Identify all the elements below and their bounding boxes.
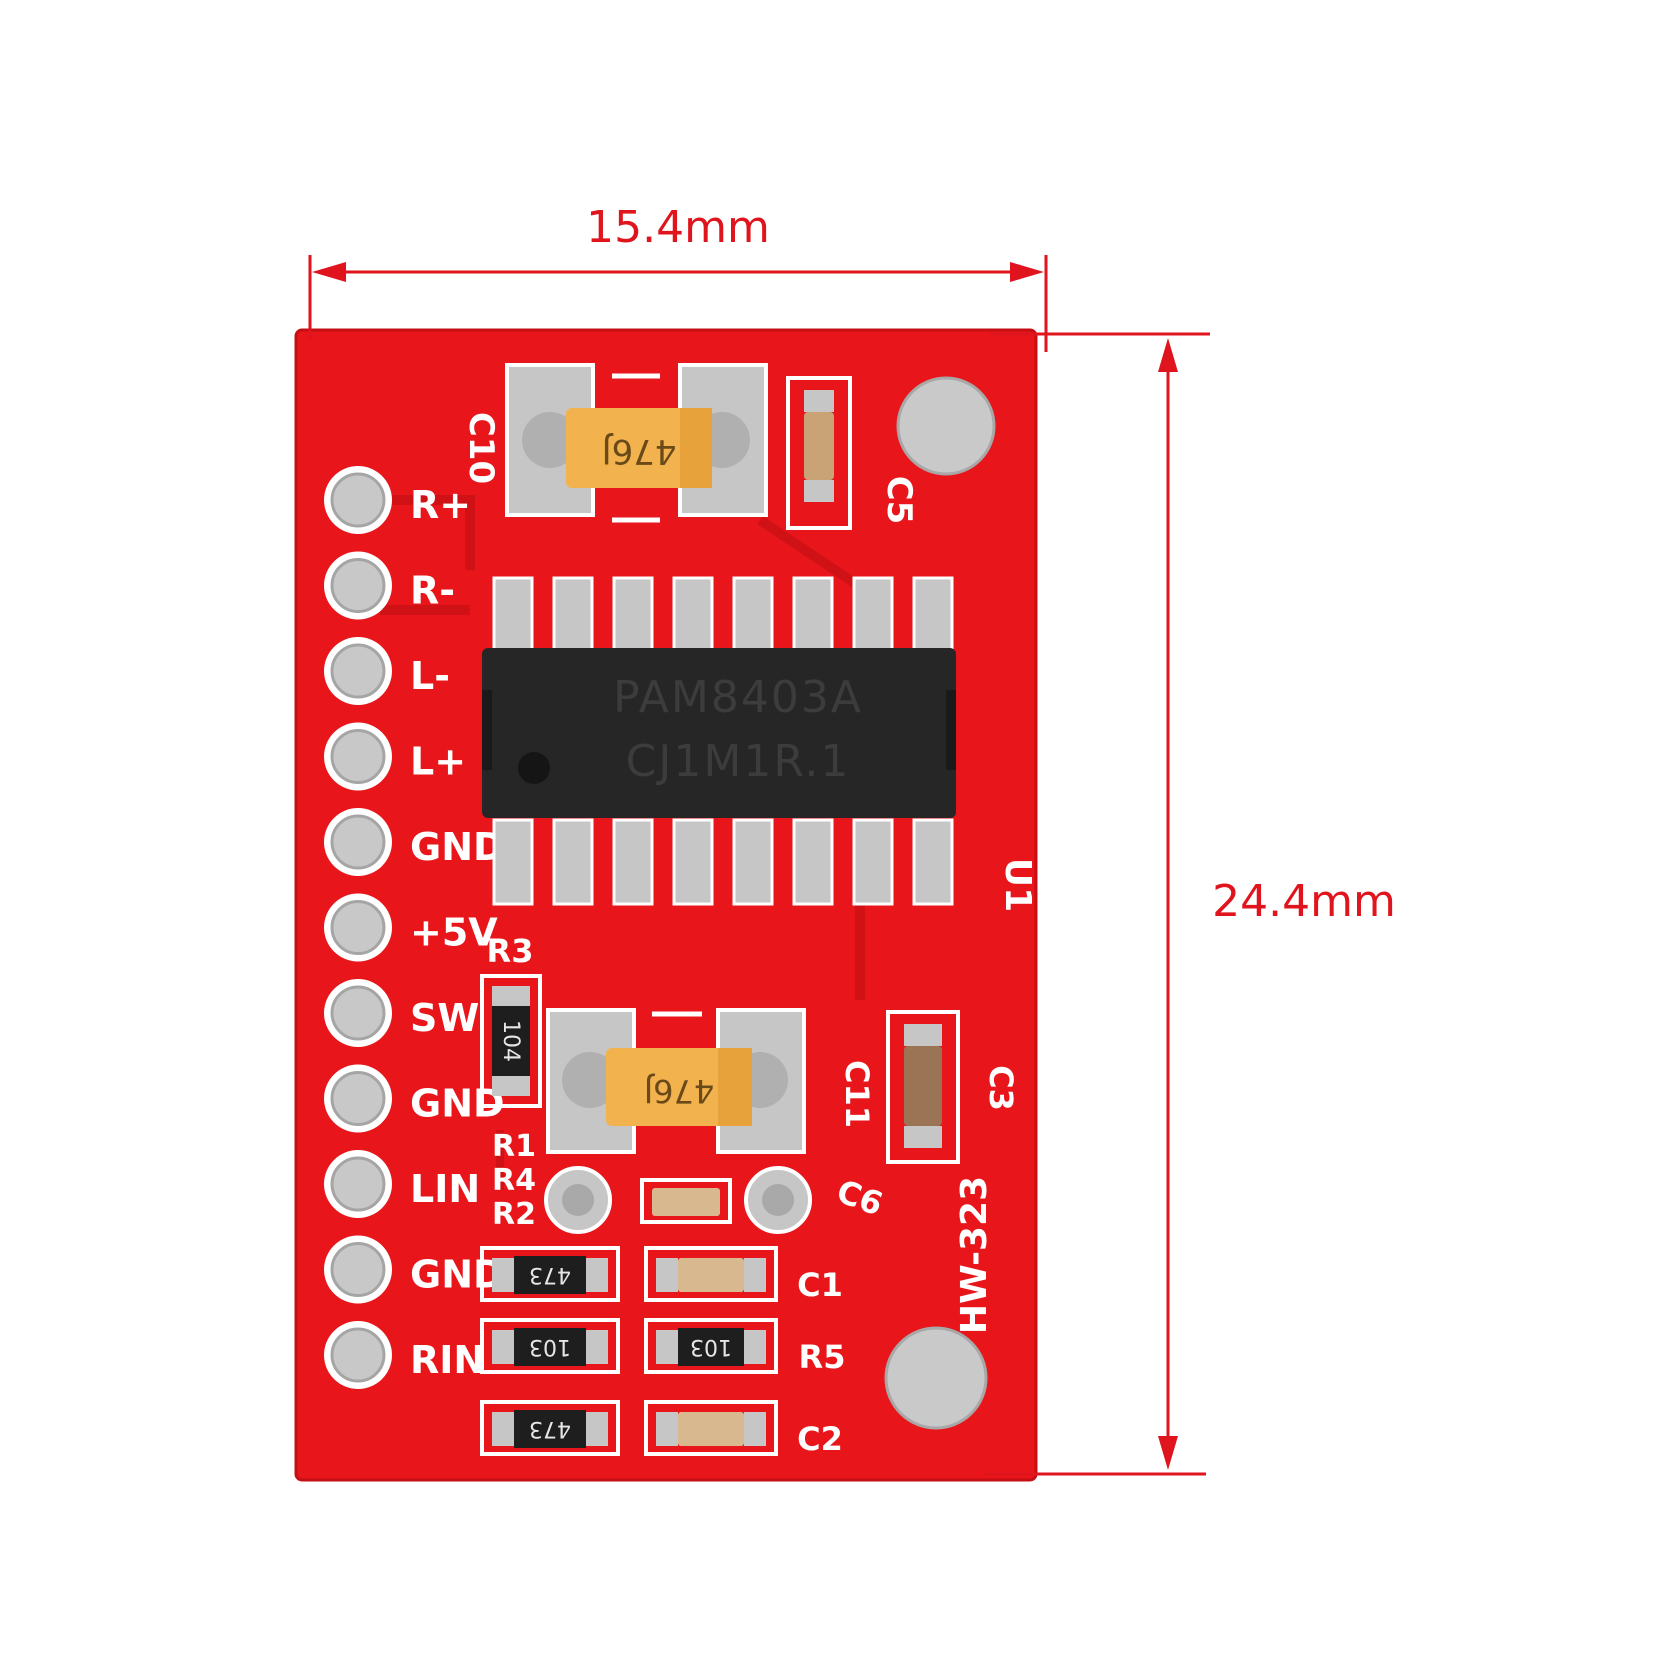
capacitor-c3	[886, 1010, 960, 1164]
smd-row-1: 473	[480, 1246, 778, 1302]
silk-c11: C11	[838, 1060, 876, 1128]
ic-marking-line2: CJ1M1R.1	[626, 736, 851, 787]
height-dimension: 24.4mm	[984, 332, 1396, 1476]
ic-pin-top	[792, 576, 834, 658]
silk-c3: C3	[982, 1065, 1020, 1111]
silk-u1: U1	[997, 858, 1038, 912]
resistor-marking-103-a: 103	[529, 1334, 571, 1359]
pin-label: RIN	[410, 1338, 485, 1382]
pin-pad	[330, 1242, 386, 1297]
pin-pads	[324, 466, 392, 1389]
ic-pin-bottom	[912, 818, 954, 906]
pin-pad	[330, 1071, 386, 1126]
pin-pad	[330, 729, 386, 784]
width-dimension: 15.4mm	[308, 202, 1048, 352]
silk-r3: R3	[487, 932, 534, 970]
ic-marking-line1: PAM8403A	[613, 672, 863, 723]
pin-pad	[330, 814, 386, 870]
ic-pin-top	[732, 576, 774, 658]
pin-pad	[330, 900, 386, 955]
silk-r1: R1	[492, 1129, 536, 1164]
ic-pin-bottom	[852, 818, 894, 906]
resistor-marking-104: 104	[498, 1020, 523, 1062]
pin-label: R-	[410, 569, 455, 613]
ic-pin-bottom	[672, 818, 714, 906]
pin-label: R+	[410, 483, 471, 527]
smd-row-2: 103 103	[480, 1318, 778, 1374]
capacitor-c11: 476J	[546, 1008, 806, 1154]
ic-pin-bottom	[612, 818, 654, 906]
silk-c5: C5	[879, 476, 919, 525]
pin-pad	[330, 1156, 386, 1212]
silk-c10: C10	[461, 412, 501, 484]
ic-pin-top	[672, 576, 714, 658]
ic-pin-bottom	[792, 818, 834, 906]
pin-label: SW	[410, 996, 479, 1040]
ic-pin-top	[912, 576, 954, 658]
silk-r4: R4	[492, 1163, 536, 1198]
mounting-hole-top	[896, 376, 996, 476]
ic-chip: PAM8403A CJ1M1R.1	[482, 576, 956, 906]
pin-label: L+	[410, 740, 466, 784]
silk-r5: R5	[799, 1338, 846, 1376]
ic-pin-bottom	[552, 818, 594, 906]
pin-label: +5V	[410, 911, 498, 955]
capacitor-c10: 476J	[505, 363, 768, 523]
tantalum-marking: 476J	[602, 431, 677, 471]
mounting-hole-bottom	[884, 1326, 988, 1430]
resistor-marking-103-b: 103	[690, 1334, 732, 1359]
ic-pin-top	[852, 576, 894, 658]
pin-label: GND	[410, 1082, 505, 1126]
silk-r2: R2	[492, 1197, 536, 1232]
tantalum-marking-2: 476J	[644, 1072, 715, 1110]
resistor-marking-473-b: 473	[529, 1416, 571, 1441]
pin-pad	[330, 1327, 386, 1383]
pin-label: L-	[410, 654, 450, 698]
ic-pin-top	[552, 576, 594, 658]
pin-pad	[330, 985, 386, 1041]
pin-label: GND	[410, 1253, 505, 1297]
ic-pin-bottom	[492, 818, 534, 906]
pin-pad	[330, 472, 386, 528]
ic-pin-top	[612, 576, 654, 658]
resistor-marking-473-a: 473	[529, 1262, 571, 1287]
pin-labels: R+ R- L- L+ GND +5V SW GND LIN GND RIN	[410, 483, 505, 1382]
pin-pad	[330, 558, 386, 613]
pin-label: LIN	[410, 1167, 480, 1211]
capacitor-c6	[544, 1166, 812, 1234]
pin-pad	[330, 643, 386, 699]
ic-pin-bottom	[732, 818, 774, 906]
width-label: 15.4mm	[586, 202, 770, 253]
resistor-r3: 104	[480, 974, 542, 1108]
height-label: 24.4mm	[1212, 876, 1396, 927]
board-id: HW-323	[954, 1176, 995, 1334]
capacitor-c5	[786, 376, 852, 530]
ic-pin-top	[492, 576, 534, 658]
silk-c1: C1	[797, 1266, 843, 1304]
pin-label: GND	[410, 825, 505, 869]
smd-row-3: 473	[480, 1400, 778, 1456]
silk-c2: C2	[797, 1420, 843, 1458]
